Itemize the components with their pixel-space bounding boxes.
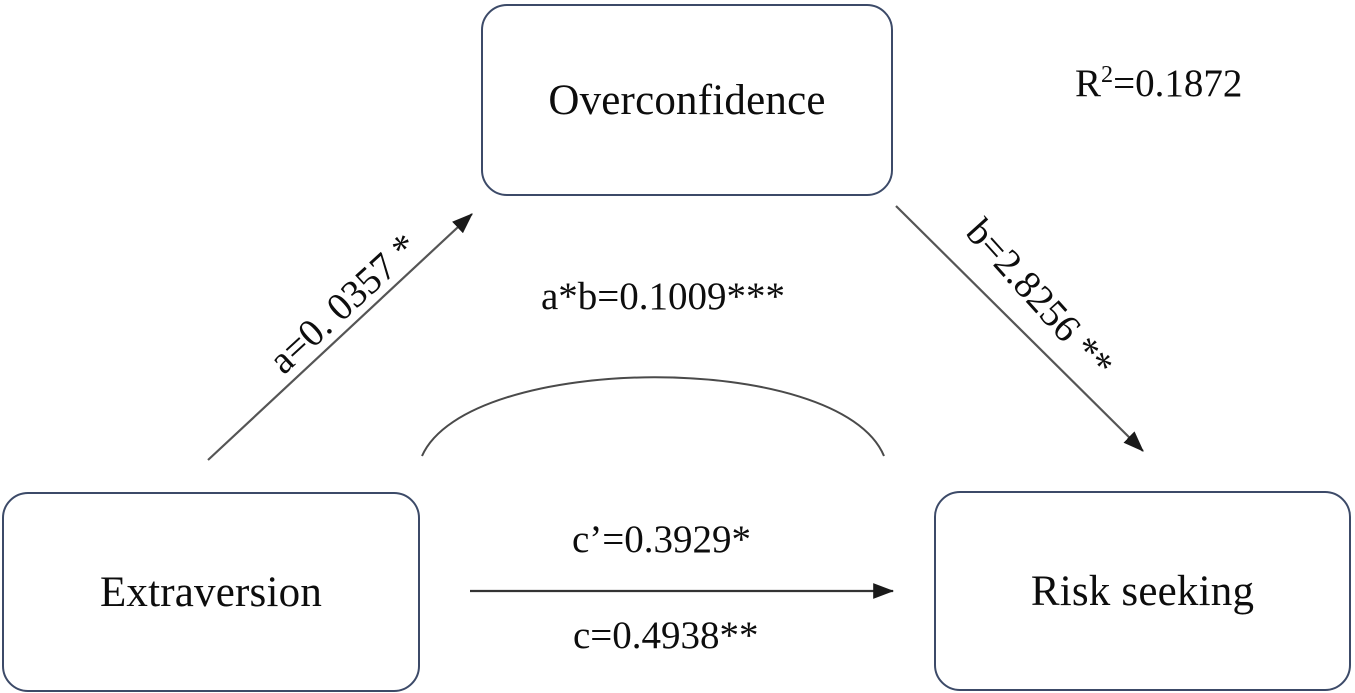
node-risk-seeking-label: Risk seeking xyxy=(1030,567,1255,615)
label-r-squared: R2=0.1872 xyxy=(1075,61,1243,105)
r-squared-value: =0.1872 xyxy=(1113,62,1243,105)
r-squared-exponent: 2 xyxy=(1101,61,1114,88)
arrow-path-b xyxy=(895,205,1144,452)
node-extraversion[interactable]: Extraversion xyxy=(2,492,420,692)
arc-indirect-effect xyxy=(421,376,885,457)
arrow-path-a xyxy=(207,213,473,461)
node-extraversion-label: Extraversion xyxy=(99,568,323,616)
node-overconfidence[interactable]: Overconfidence xyxy=(481,4,893,196)
label-total-effect: c=0.4938** xyxy=(573,614,759,657)
label-direct-effect: c’=0.3929* xyxy=(572,518,752,561)
label-indirect-effect: a*b=0.1009*** xyxy=(541,275,786,318)
node-risk-seeking[interactable]: Risk seeking xyxy=(934,491,1351,691)
r-squared-prefix: R xyxy=(1075,62,1102,105)
node-overconfidence-label: Overconfidence xyxy=(548,76,826,124)
